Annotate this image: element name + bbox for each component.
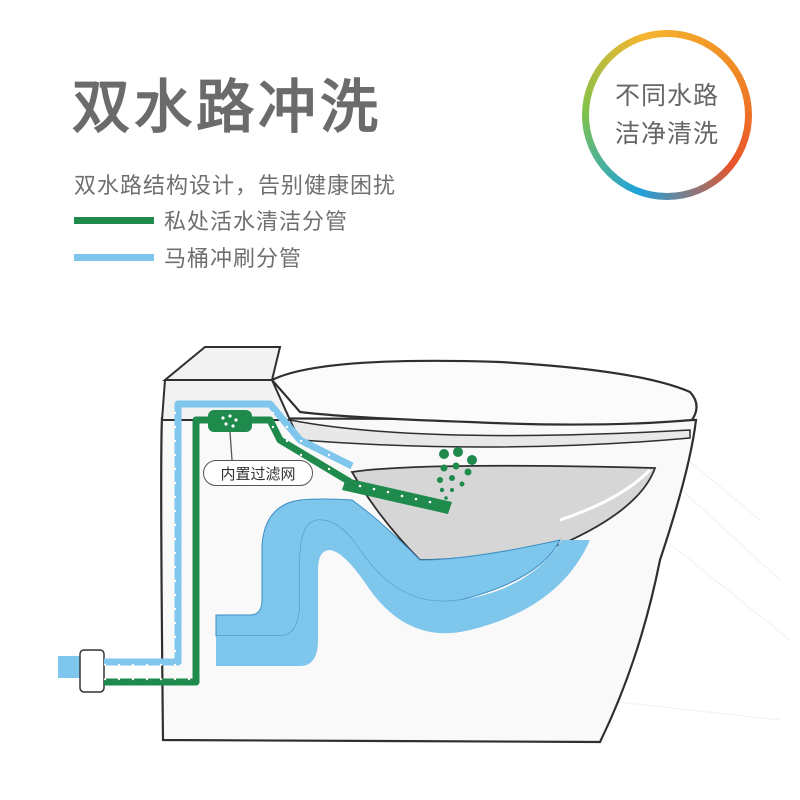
feature-badge: 不同水路 洁净清洗 — [582, 30, 752, 200]
filter-leader — [229, 431, 233, 461]
legend-label-flush-pipe: 马桶冲刷分管 — [164, 247, 303, 272]
legend-item-flush-pipe: 马桶冲刷分管 — [74, 242, 302, 272]
legend-swatch-green — [74, 216, 154, 224]
spray-droplets — [437, 447, 477, 500]
page-title: 双水路冲洗 — [72, 73, 383, 141]
nozzle-arm — [342, 478, 452, 514]
nozzle-dots — [358, 484, 432, 504]
toilet-lid — [270, 359, 698, 426]
page-subtitle: 双水路结构设计，告别健康困扰 — [74, 174, 397, 199]
badge-line-1: 不同水路 — [614, 81, 719, 110]
badge-line-2: 洁净清洗 — [614, 119, 719, 148]
filter-dots — [221, 414, 238, 428]
filter-label: 内置过滤网 — [203, 460, 313, 486]
inlet-valve — [79, 649, 105, 693]
filter-box — [208, 410, 252, 432]
legend-swatch-blue — [74, 253, 154, 261]
trapway-lower — [216, 520, 590, 666]
toilet-seat — [288, 418, 691, 448]
bowl-interior — [350, 464, 657, 561]
legend-item-clean-pipe: 私处活水清洁分管 — [74, 205, 348, 235]
legend-label-clean-pipe: 私处活水清洁分管 — [164, 210, 349, 235]
bowl-rim-line — [559, 468, 652, 522]
feature-badge-inner: 不同水路 洁净清洗 — [589, 37, 745, 193]
inlet-pipe — [58, 656, 86, 678]
